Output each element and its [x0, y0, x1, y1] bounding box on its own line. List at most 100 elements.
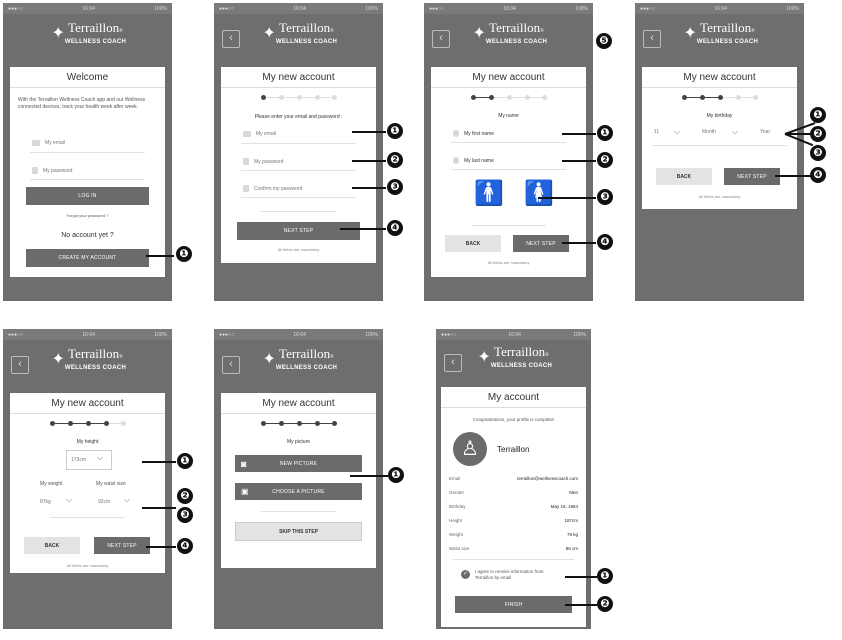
signal-indicator: ●●●○○ — [8, 5, 24, 12]
page-title: My new account — [221, 67, 376, 88]
waist-select[interactable]: 92cm ⌵ — [98, 495, 131, 505]
page-title: Welcome — [10, 67, 165, 88]
back-button[interactable]: BACK — [24, 537, 80, 554]
page-title: My account — [441, 387, 586, 408]
avatar[interactable]: ♙ — [453, 432, 487, 466]
logo-figure-icon: ✦ — [683, 25, 697, 42]
last-name-field[interactable]: My last name — [453, 157, 494, 164]
callout-2: ❷ — [177, 488, 193, 504]
back-arrow-button[interactable]: ‹ — [432, 30, 450, 48]
next-step-button[interactable]: NEXT STEP — [513, 235, 569, 252]
step-progress — [470, 94, 547, 102]
next-step-button[interactable]: NEXT STEP — [237, 222, 360, 240]
weight-select[interactable]: 87kg ⌵ — [40, 495, 73, 505]
phone-screen-email-password: ●●●○○ 16:04 100% ‹ ✦ Terraillon® WELLNES… — [214, 3, 383, 301]
callout-1: ❶ — [597, 125, 613, 141]
account-card: My new account My birthday 11 ⌵ Month ⌵ … — [642, 67, 797, 209]
callout-4: ❹ — [597, 234, 613, 250]
chevron-down-icon: ⌵ — [124, 495, 131, 504]
finish-button[interactable]: FINISH — [455, 596, 572, 613]
logo-figure-icon: ✦ — [262, 351, 276, 368]
create-account-button[interactable]: CREATE MY ACCOUNT — [26, 249, 149, 267]
chevron-down-icon: ⌵ — [66, 495, 73, 504]
day-select[interactable]: 11 ⌵ — [654, 127, 681, 136]
profile-card: My account Congratulations, your profile… — [441, 387, 586, 627]
forgot-password-link[interactable]: Forgot your password ? — [66, 213, 109, 218]
no-account-text: No account yet ? — [61, 232, 114, 239]
lock-icon — [243, 185, 249, 192]
logo-figure-icon: ✦ — [51, 351, 65, 368]
callout-1: ❶ — [810, 107, 826, 123]
chevron-down-icon: ⌵ — [732, 127, 739, 136]
callout-2: ❷ — [387, 152, 403, 168]
back-arrow-button[interactable]: ‹ — [222, 30, 240, 48]
skip-step-button[interactable]: SKIP THIS STEP — [235, 522, 362, 541]
status-bar: ●●●○○ 16:04 100% — [3, 3, 172, 14]
male-gender-icon[interactable]: 🚹 — [474, 180, 504, 207]
status-bar: ●●●○○ 16:04 100% — [436, 329, 591, 340]
password-field[interactable]: My password — [243, 158, 283, 165]
back-button[interactable]: BACK — [656, 168, 712, 185]
status-bar: ●●●○○ 16:04 100% — [635, 3, 804, 14]
callout-1: ❶ — [387, 123, 403, 139]
female-gender-icon[interactable]: 🚺 — [524, 180, 554, 207]
mandatory-note: All fields are mandatory — [698, 194, 741, 199]
back-arrow-button[interactable]: ‹ — [11, 356, 29, 374]
height-select[interactable]: 173cm ⌵ — [66, 450, 112, 470]
section-label: My name — [498, 113, 519, 119]
callout-1: ❶ — [597, 568, 613, 584]
callout-2: ❷ — [810, 126, 826, 142]
camera-icon: ◙ — [241, 458, 247, 469]
section-label: My picture — [286, 439, 311, 445]
page-title: My new account — [431, 67, 586, 88]
callout-3: ❸ — [177, 507, 193, 523]
callout-1: ❶ — [388, 467, 404, 483]
phone-screen-name: ●●●○○ 16:04 100% ‹ ✦ Terraillon® WELLNES… — [424, 3, 593, 301]
intro-text: With the Terraillon Wellness Coach app a… — [18, 97, 146, 110]
app-logo: ✦ Terraillon® WELLNESS COACH — [262, 346, 338, 372]
month-select[interactable]: Month ⌵ — [702, 127, 739, 136]
choose-picture-button[interactable]: ▣ CHOOSE A PICTURE — [235, 483, 362, 500]
height-label: My height — [76, 439, 99, 445]
callout-5: ❺ — [596, 33, 612, 49]
confirm-password-field[interactable]: Confirm my password — [243, 185, 302, 192]
phone-screen-picture: ●●●○○ 16:04 100% ‹ ✦ Terraillon® WELLNES… — [214, 329, 383, 629]
email-field[interactable]: My email — [32, 140, 65, 146]
weight-label: My weight — [40, 481, 63, 487]
year-select[interactable]: Year — [760, 129, 771, 135]
app-logo: ✦ Terraillon® WELLNESS COACH — [262, 20, 338, 46]
back-arrow-button[interactable]: ‹ — [643, 30, 661, 48]
login-button[interactable]: LOG IN — [26, 187, 149, 205]
chevron-down-icon: ⌵ — [97, 453, 104, 462]
first-name-field[interactable]: My first name — [453, 130, 494, 137]
next-step-button[interactable]: NEXT STEP — [724, 168, 780, 185]
back-arrow-button[interactable]: ‹ — [222, 356, 240, 374]
status-bar: ●●●○○ 16:04 100% — [424, 3, 593, 14]
welcome-card: Welcome With the Terraillon Wellness Coa… — [10, 67, 165, 277]
back-arrow-button[interactable]: ‹ — [444, 354, 462, 372]
congrats-text: Congratulations, your profile is complet… — [472, 417, 555, 422]
agree-checkbox[interactable]: ✓ — [461, 570, 470, 579]
mandatory-note: All fields are mandatory — [487, 260, 530, 265]
profile-name: Terraillon — [497, 445, 530, 454]
back-button[interactable]: BACK — [445, 235, 501, 252]
page-title: My new account — [221, 393, 376, 414]
password-field[interactable]: My password — [32, 167, 72, 174]
brand-subtitle: WELLNESS COACH — [64, 39, 127, 45]
page-title: My new account — [642, 67, 797, 88]
step-progress — [49, 420, 126, 428]
app-logo: ✦ Terraillon® WELLNESS COACH — [472, 20, 548, 46]
next-step-button[interactable]: NEXT STEP — [94, 537, 150, 554]
account-card: My new account My name My first name My … — [431, 67, 586, 277]
mail-icon — [243, 131, 251, 137]
email-field[interactable]: My email — [243, 131, 276, 137]
status-bar: ●●●○○ 16:04 100% — [3, 329, 172, 340]
callout-1: ❶ — [177, 453, 193, 469]
lock-icon — [243, 158, 249, 165]
callout-3: ❸ — [387, 179, 403, 195]
new-picture-button[interactable]: ◙ NEW PICTURE — [235, 455, 362, 472]
